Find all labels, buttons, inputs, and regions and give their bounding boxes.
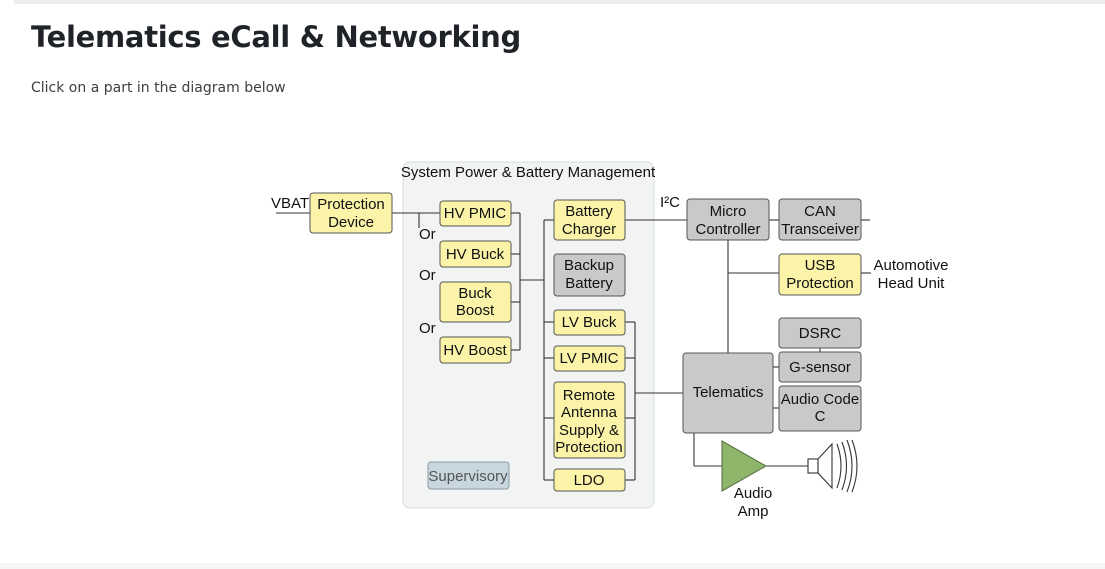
audio-amp-label: Amp	[738, 503, 769, 520]
vbat-label: VBAT	[271, 195, 309, 212]
supervisory-block[interactable]: Supervisory	[427, 461, 510, 490]
can-transceiver-label: Transceiver	[781, 221, 859, 238]
buck-boost-label: Buck	[458, 285, 492, 302]
usb-protection-label: USB	[805, 257, 836, 274]
hv-pmic-label: HV PMIC	[444, 205, 507, 222]
protection-device-block[interactable]: Protection Device	[309, 192, 393, 234]
battery-charger-label: Charger	[562, 221, 616, 238]
dsrc-block[interactable]: DSRC	[778, 317, 862, 349]
or-label: Or	[419, 226, 436, 243]
dsrc-label: DSRC	[799, 325, 842, 342]
hv-pmic-block[interactable]: HV PMIC	[439, 200, 512, 227]
ldo-block[interactable]: LDO	[553, 468, 626, 492]
usb-protection-block[interactable]: USB Protection	[778, 253, 862, 296]
automotive-head-unit-label: Automotive	[873, 257, 948, 274]
remote-antenna-label: Antenna	[561, 404, 618, 421]
bottom-divider	[0, 563, 1105, 569]
g-sensor-block[interactable]: G-sensor	[778, 351, 862, 383]
lv-pmic-block[interactable]: LV PMIC	[553, 345, 626, 372]
top-divider	[14, 0, 1105, 4]
battery-charger-block[interactable]: Battery Charger	[553, 199, 626, 241]
i2c-label: I²C	[660, 194, 680, 211]
backup-battery-label: Battery	[565, 275, 613, 292]
remote-antenna-label: Supply &	[559, 422, 619, 439]
hv-boost-block[interactable]: HV Boost	[439, 336, 512, 364]
hv-buck-label: HV Buck	[446, 246, 505, 263]
audio-codec-label: Audio Code	[781, 391, 859, 408]
remote-antenna-label: Remote	[563, 387, 616, 404]
backup-battery-label: Backup	[564, 257, 614, 274]
protection-device-label: Protection	[317, 196, 385, 213]
audio-codec-block[interactable]: Audio Code C	[778, 385, 862, 432]
telematics-label: Telematics	[693, 384, 764, 401]
supervisory-label: Supervisory	[428, 468, 508, 485]
speaker-icon	[807, 439, 858, 493]
remote-antenna-label: Protection	[555, 439, 623, 456]
telematics-block[interactable]: Telematics	[682, 352, 774, 434]
can-transceiver-label: CAN	[804, 203, 836, 220]
or-label: Or	[419, 267, 436, 284]
remote-antenna-block[interactable]: Remote Antenna Supply & Protection	[553, 381, 626, 459]
page-subtitle: Click on a part in the diagram below	[31, 80, 286, 96]
backup-battery-block[interactable]: Backup Battery	[553, 253, 626, 297]
or-label: Or	[419, 320, 436, 337]
micro-controller-label: Controller	[695, 221, 760, 238]
micro-controller-label: Micro	[710, 203, 747, 220]
micro-controller-block[interactable]: Micro Controller	[686, 198, 770, 241]
buck-boost-block[interactable]: Buck Boost	[439, 281, 512, 323]
audio-codec-label: C	[815, 408, 826, 425]
lv-buck-block[interactable]: LV Buck	[553, 309, 626, 336]
usb-protection-label: Protection	[786, 275, 854, 292]
amplifier-icon	[721, 440, 768, 492]
connection-lines	[276, 212, 871, 481]
audio-amp-block[interactable]	[721, 440, 768, 492]
g-sensor-label: G-sensor	[789, 359, 851, 376]
lv-buck-label: LV Buck	[562, 314, 617, 331]
page-title: Telematics eCall & Networking	[31, 20, 521, 54]
automotive-head-unit-label: Head Unit	[878, 275, 946, 292]
can-transceiver-block[interactable]: CAN Transceiver	[778, 198, 862, 241]
hv-boost-label: HV Boost	[443, 342, 507, 359]
hv-buck-block[interactable]: HV Buck	[439, 240, 512, 268]
buck-boost-label: Boost	[456, 302, 495, 319]
protection-device-label: Device	[328, 214, 374, 231]
audio-amp-label: Audio	[734, 485, 772, 502]
lv-pmic-label: LV PMIC	[560, 350, 619, 367]
battery-charger-label: Battery	[565, 203, 613, 220]
ldo-label: LDO	[574, 472, 605, 489]
group-label: System Power & Battery Management	[401, 164, 656, 181]
